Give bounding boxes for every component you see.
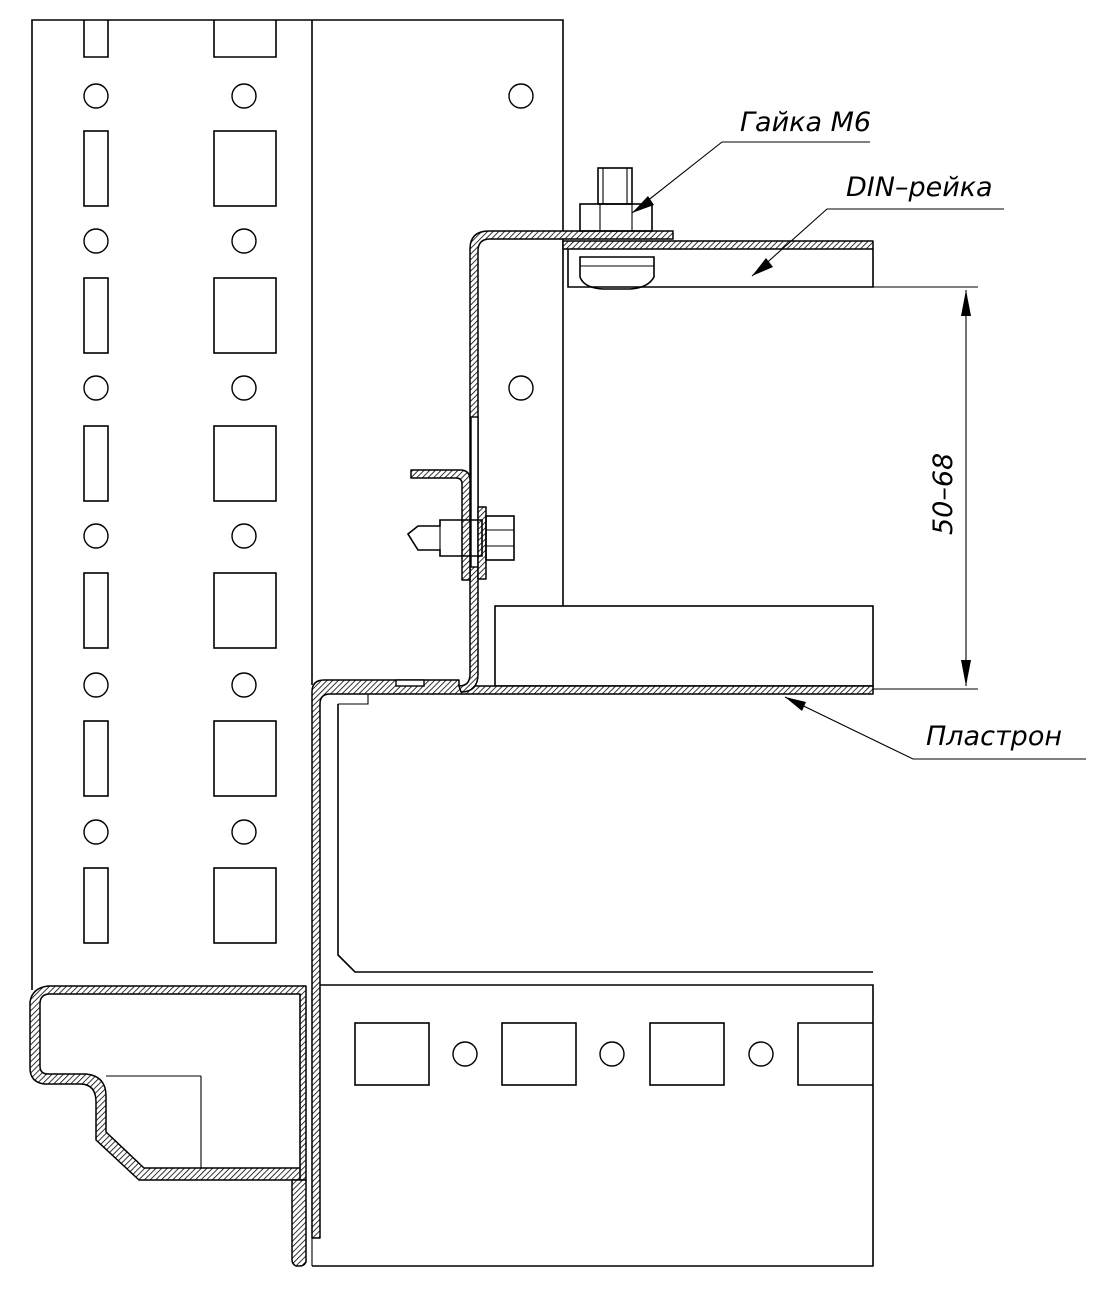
din-rail-leader bbox=[751, 208, 1004, 277]
profile-slots bbox=[83, 130, 277, 944]
top-nut bbox=[579, 167, 655, 290]
rack-profile-vertical bbox=[31, 19, 564, 990]
m6-screw-nut bbox=[406, 515, 515, 561]
plastron bbox=[311, 605, 874, 1239]
din-mounting-bracket bbox=[410, 230, 674, 693]
dimension-label: 50–68 bbox=[928, 453, 959, 535]
nut-label: Гайка М6 bbox=[740, 107, 871, 138]
frame-corner-section bbox=[29, 985, 307, 1267]
dimension-50-68 bbox=[873, 286, 978, 690]
rack-profile-horizontal bbox=[311, 984, 874, 1267]
plastron-leader bbox=[784, 696, 1086, 760]
din-rail bbox=[562, 240, 874, 288]
profile-round-holes bbox=[83, 83, 534, 845]
plastron-label: Пластрон bbox=[926, 721, 1062, 752]
nut-leader bbox=[631, 141, 870, 214]
din-rail-label: DIN–рейка bbox=[846, 172, 993, 203]
